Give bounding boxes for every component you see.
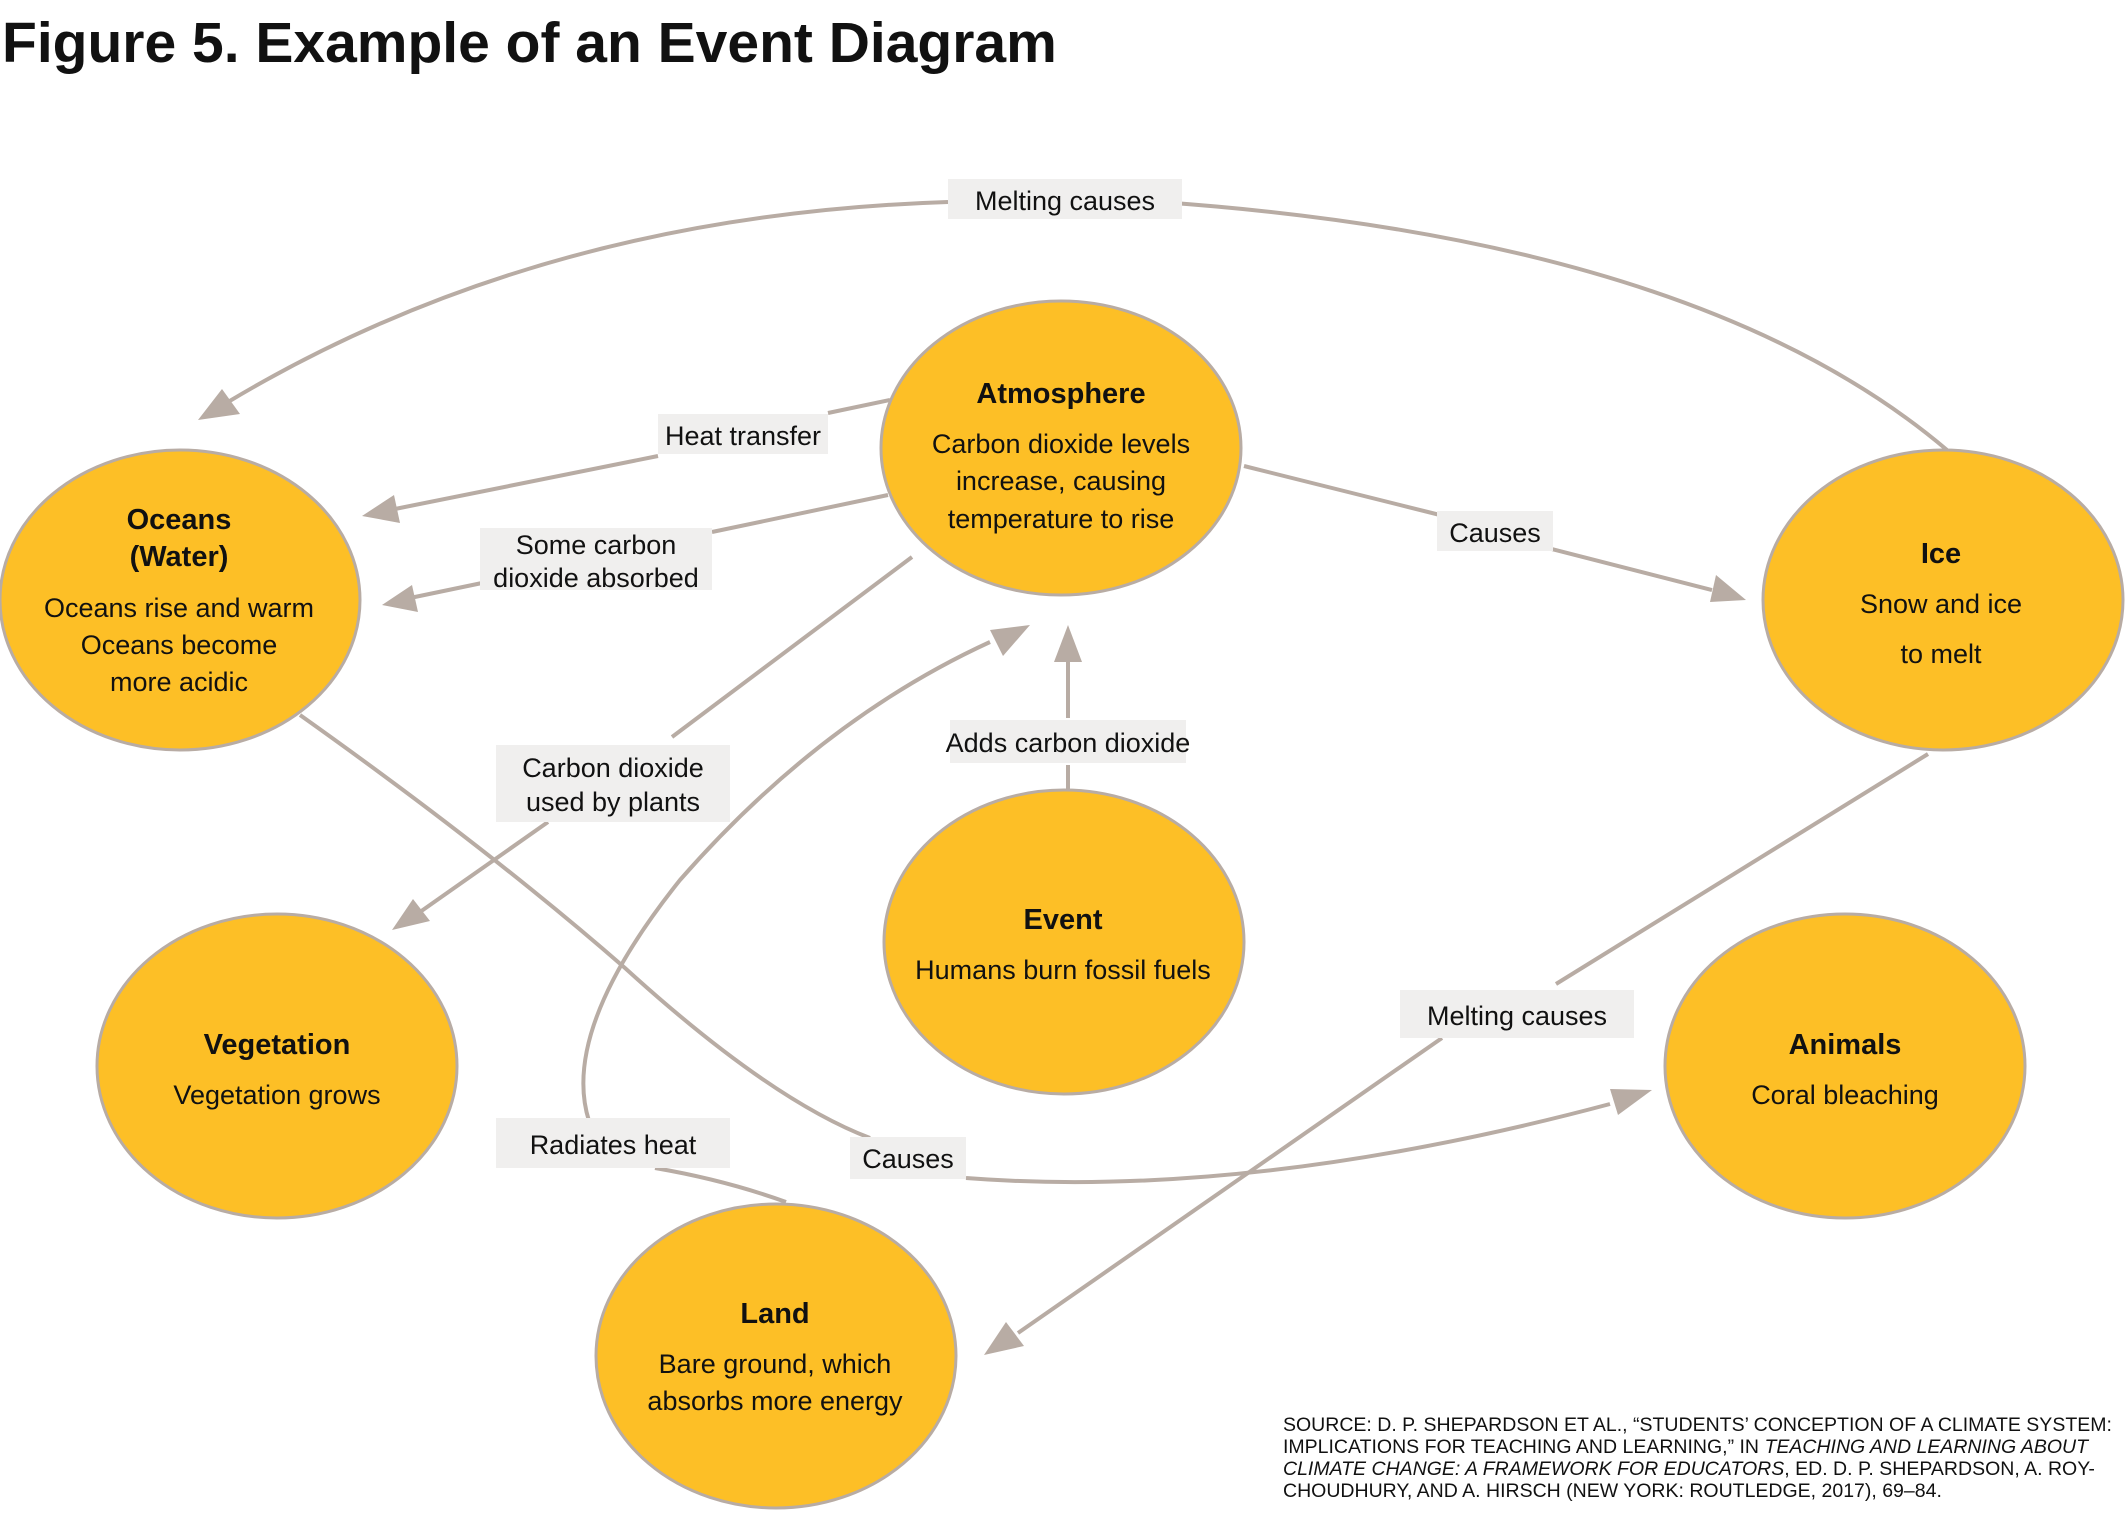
node-oceans-line2: Oceans become bbox=[81, 630, 278, 660]
edge-adds-co2-arrowhead bbox=[1054, 625, 1082, 662]
edge-co2-plants-line bbox=[670, 555, 914, 739]
edge-causes-ice-arrowhead bbox=[1710, 575, 1746, 602]
label-heat-transfer-box bbox=[658, 414, 828, 454]
label-adds-co2-text: Adds carbon dioxide bbox=[946, 728, 1191, 758]
label-some-co2-absorbed-box bbox=[480, 528, 712, 590]
node-oceans-title-line2: (Water) bbox=[130, 541, 229, 573]
edge-ice-to-oceans-line bbox=[1159, 200, 1949, 452]
edge-oceans-animals-line bbox=[298, 713, 871, 1140]
node-atmosphere-line2: increase, causing bbox=[956, 466, 1166, 496]
label-adds-co2-box bbox=[950, 720, 1186, 763]
edge-ice-land-arrowhead bbox=[984, 1322, 1024, 1355]
node-ice-title: Ice bbox=[1921, 538, 1961, 570]
node-land-title: Land bbox=[740, 1298, 809, 1330]
node-animals-line1: Coral bleaching bbox=[1751, 1080, 1939, 1110]
edge-causes-ice-line-2 bbox=[1547, 546, 1713, 592]
node-ice-shape bbox=[1761, 448, 2125, 752]
source-note: Source: D. P. Shepardson et al., “Studen… bbox=[1283, 1414, 2113, 1502]
edges bbox=[198, 200, 1949, 1355]
edge-land-atmosphere-line-2 bbox=[581, 640, 991, 1122]
label-causes-animals-box bbox=[850, 1137, 966, 1179]
label-radiates-heat-box bbox=[496, 1118, 730, 1168]
node-ice-line1: Snow and ice bbox=[1860, 589, 2022, 619]
label-some-co2-absorbed-line1: Some carbon bbox=[516, 530, 677, 560]
node-atmosphere-line3: temperature to rise bbox=[948, 504, 1175, 534]
label-heat-transfer: Heat transfer bbox=[658, 414, 828, 454]
edge-heat-transfer-line bbox=[827, 398, 891, 415]
node-vegetation-title: Vegetation bbox=[204, 1029, 351, 1061]
edge-ice-land-line-2 bbox=[1016, 1036, 1444, 1335]
node-ice-line2: to melt bbox=[1900, 639, 1982, 669]
node-oceans-line3: more acidic bbox=[110, 667, 248, 697]
edge-land-atmosphere-line bbox=[654, 1166, 787, 1204]
label-melting-causes-top: Melting causes bbox=[948, 179, 1182, 219]
edge-oceans-animals-arrowhead bbox=[1610, 1089, 1652, 1115]
node-land-line2: absorbs more energy bbox=[647, 1386, 903, 1416]
label-co2-used-by-plants-box bbox=[496, 745, 730, 822]
edge-labels: Melting causes Heat transfer Some carbon… bbox=[480, 179, 1634, 1179]
edge-co2-absorbed-arrowhead bbox=[382, 585, 418, 612]
label-co2-used-by-plants: Carbon dioxide used by plants bbox=[496, 745, 730, 822]
label-heat-transfer-text: Heat transfer bbox=[665, 421, 821, 451]
label-melting-causes-top-text: Melting causes bbox=[975, 186, 1155, 216]
label-melting-causes-land-box bbox=[1400, 990, 1634, 1038]
label-radiates-heat: Radiates heat bbox=[496, 1118, 730, 1168]
node-animals-title: Animals bbox=[1789, 1029, 1902, 1061]
node-oceans-shape bbox=[0, 448, 362, 752]
node-atmosphere-shape bbox=[879, 299, 1243, 597]
label-causes-ice: Causes bbox=[1437, 511, 1553, 551]
edge-co2-plants-line-2 bbox=[418, 820, 550, 914]
edge-co2-plants-arrowhead bbox=[392, 899, 430, 930]
node-vegetation: Vegetation Vegetation grows bbox=[95, 912, 459, 1220]
node-land: Land Bare ground, which absorbs more ene… bbox=[594, 1202, 958, 1510]
edge-heat-transfer-line-2 bbox=[389, 454, 659, 512]
node-land-shape bbox=[594, 1202, 958, 1510]
node-animals-shape bbox=[1663, 912, 2027, 1220]
source-prefix: Source: D. P. Shepardson et al., “Studen… bbox=[1283, 1414, 2112, 1458]
label-melting-causes-land: Melting causes bbox=[1400, 990, 1634, 1038]
node-animals: Animals Coral bleaching bbox=[1663, 912, 2027, 1220]
node-vegetation-shape bbox=[95, 912, 459, 1220]
edge-land-atmosphere-arrowhead bbox=[990, 625, 1030, 656]
label-melting-causes-land-text: Melting causes bbox=[1427, 1001, 1607, 1031]
node-event: Event Humans burn fossil fuels bbox=[882, 788, 1246, 1096]
node-event-shape bbox=[882, 788, 1246, 1096]
edge-causes-ice-line bbox=[1243, 464, 1441, 517]
label-causes-animals-text: Causes bbox=[862, 1144, 954, 1174]
label-adds-co2: Adds carbon dioxide bbox=[946, 720, 1191, 763]
edge-oceans-animals-line-2 bbox=[965, 1102, 1611, 1185]
edge-co2-absorbed-line-2 bbox=[409, 581, 483, 600]
label-some-co2-absorbed-line2: dioxide absorbed bbox=[493, 563, 699, 593]
label-co2-used-by-plants-line1: Carbon dioxide bbox=[522, 753, 704, 783]
node-oceans-title-line1: Oceans bbox=[127, 504, 232, 536]
node-oceans-line1: Oceans rise and warm bbox=[44, 593, 314, 623]
edge-co2-absorbed-line bbox=[711, 493, 889, 534]
node-event-line1: Humans burn fossil fuels bbox=[915, 955, 1211, 985]
node-oceans: Oceans (Water) Oceans rise and warm Ocea… bbox=[0, 448, 362, 752]
source-book-title: Teaching and Learning about Climate Chan… bbox=[1283, 1436, 2089, 1480]
label-causes-ice-box bbox=[1437, 511, 1553, 551]
label-causes-animals: Causes bbox=[850, 1137, 966, 1179]
edge-ice-land-line bbox=[1554, 752, 1930, 986]
node-atmosphere: Atmosphere Carbon dioxide levels increas… bbox=[879, 299, 1243, 597]
node-vegetation-line1: Vegetation grows bbox=[173, 1080, 380, 1110]
node-event-title: Event bbox=[1024, 904, 1103, 936]
label-radiates-heat-text: Radiates heat bbox=[530, 1130, 697, 1160]
node-atmosphere-line1: Carbon dioxide levels bbox=[932, 429, 1190, 459]
node-ice: Ice Snow and ice to melt bbox=[1761, 448, 2125, 752]
node-atmosphere-title: Atmosphere bbox=[976, 378, 1145, 410]
edge-ice-to-oceans-arrowhead bbox=[198, 389, 240, 420]
label-some-co2-absorbed: Some carbon dioxide absorbed bbox=[480, 528, 712, 593]
label-co2-used-by-plants-line2: used by plants bbox=[526, 787, 700, 817]
source-suffix: , ed. D. P. Shepardson, A. Roy-Choudhury… bbox=[1283, 1458, 2095, 1502]
node-land-line1: Bare ground, which bbox=[659, 1349, 892, 1379]
edge-ice-to-oceans-line-2 bbox=[226, 200, 949, 404]
label-melting-causes-top-box bbox=[948, 179, 1182, 219]
edge-heat-transfer-arrowhead bbox=[362, 495, 400, 523]
figure-title: Figure 5. Example of an Event Diagram bbox=[2, 11, 1057, 75]
label-causes-ice-text: Causes bbox=[1449, 518, 1541, 548]
